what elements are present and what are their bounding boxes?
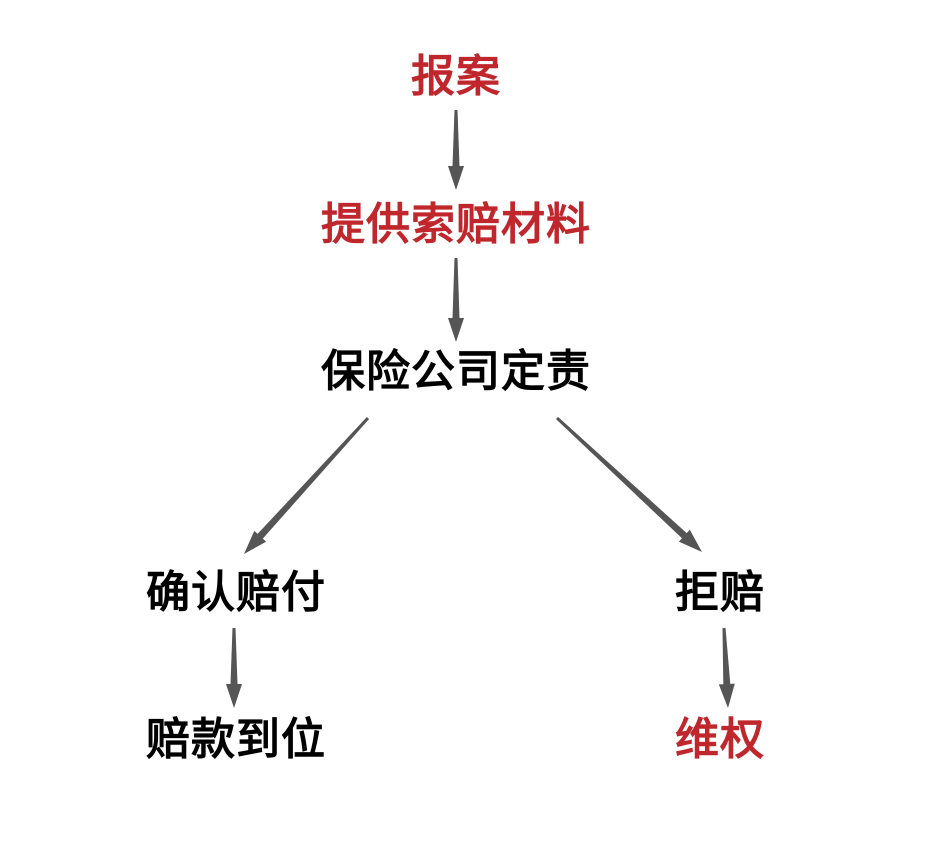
node-payment-received: 赔款到位 [146,714,326,765]
node-report: 报案 [411,51,501,102]
arrow-report-to-submit-materials [448,110,464,190]
node-confirm-payout: 确认赔付 [146,567,326,618]
node-submit-materials: 提供索赔材料 [321,199,591,250]
arrow-insurer-decision-to-confirm-payout [244,417,370,554]
arrow-reject-claim-to-defend-rights [718,627,735,708]
arrow-confirm-payout-to-payment-received [226,628,242,708]
arrow-insurer-decision-to-reject-claim [556,416,702,552]
arrow-submit-materials-to-insurer-decision [448,258,464,342]
node-insurer-decision: 保险公司定责 [321,346,591,397]
node-reject-claim: 拒赔 [675,567,765,618]
node-defend-rights: 维权 [675,714,765,765]
